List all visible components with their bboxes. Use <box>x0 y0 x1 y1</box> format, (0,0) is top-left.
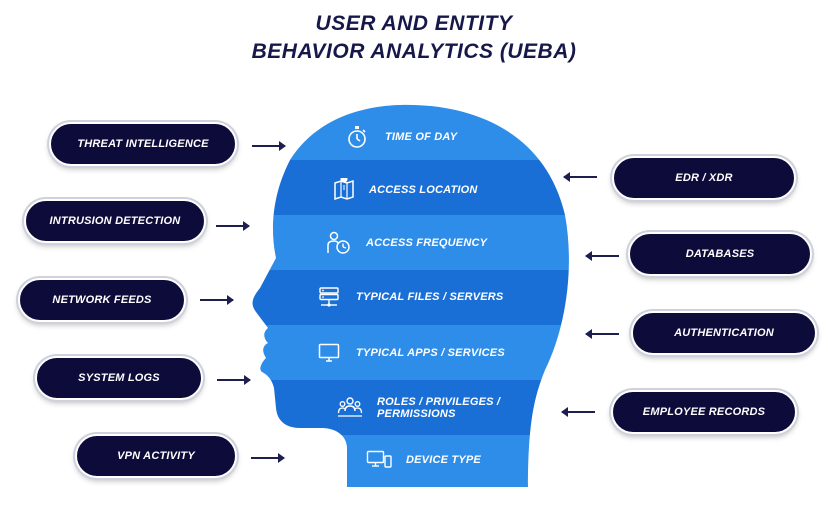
diagram-title-line2: BEHAVIOR ANALYTICS (UEBA) <box>251 40 577 63</box>
band-label-access-frequency: ACCESS FREQUENCY <box>366 237 488 249</box>
input-databases: DATABASES <box>628 232 812 276</box>
band-label-access-location: ACCESS LOCATION <box>369 184 478 196</box>
user-clock-icon <box>327 231 350 254</box>
devices-icon <box>366 450 392 468</box>
arrow-system-logs <box>217 375 251 385</box>
arrow-edr-xdr <box>563 172 597 182</box>
map-pin-icon <box>334 178 354 200</box>
band-bg-access-frequency <box>252 215 569 270</box>
band-bg-typical-files <box>252 270 569 325</box>
arrow-databases <box>585 251 619 261</box>
arrow-intrusion-detection <box>216 221 250 231</box>
band-label-time-of-day: TIME OF DAY <box>385 131 458 143</box>
input-threat-intelligence: THREAT INTELLIGENCE <box>49 122 237 166</box>
input-authentication: AUTHENTICATION <box>631 311 817 355</box>
arrow-threat-intelligence <box>252 141 286 151</box>
input-vpn-activity: VPN ACTIVITY <box>75 434 237 478</box>
monitor-icon <box>318 343 340 362</box>
band-label-typical-files-servers: TYPICAL FILES / SERVERS <box>356 291 504 303</box>
band-bg-typical-apps <box>252 325 569 380</box>
band-label-roles-line1: ROLES / PRIVILEGES / <box>377 396 501 408</box>
input-edr-xdr: EDR / XDR <box>612 156 796 200</box>
server-icon <box>319 287 339 307</box>
band-label-roles-line2: PERMISSIONS <box>377 408 456 420</box>
band-label-typical-apps-services: TYPICAL APPS / SERVICES <box>356 347 505 359</box>
users-icon <box>337 397 363 417</box>
band-bg-access-location <box>252 160 569 215</box>
band-bg-roles <box>252 380 569 435</box>
input-employee-records: EMPLOYEE RECORDS <box>611 390 797 434</box>
diagram-title-line1: USER AND ENTITY <box>315 12 513 35</box>
arrow-authentication <box>585 329 619 339</box>
arrow-network-feeds <box>200 295 234 305</box>
arrow-vpn-activity <box>251 453 285 463</box>
band-label-device-type: DEVICE TYPE <box>406 454 481 466</box>
stopwatch-icon <box>348 126 366 148</box>
input-intrusion-detection: INTRUSION DETECTION <box>24 199 206 243</box>
input-network-feeds: NETWORK FEEDS <box>18 278 186 322</box>
arrow-employee-records <box>561 407 595 417</box>
band-bg-time-of-day <box>252 104 569 160</box>
input-system-logs: SYSTEM LOGS <box>35 356 203 400</box>
